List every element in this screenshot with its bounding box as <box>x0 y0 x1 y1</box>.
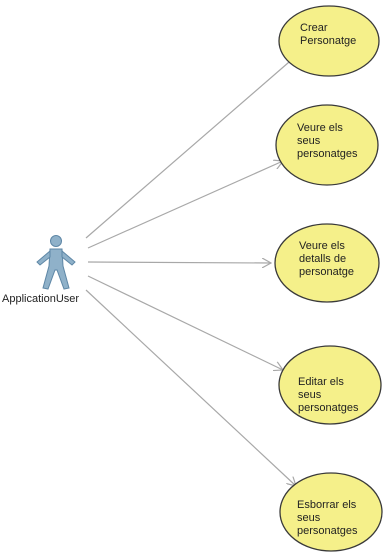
stick-figure-actor-icon[interactable] <box>36 235 76 290</box>
usecase-label-esborrar-seus-personatges: Esborrar els seus personatges <box>297 499 358 537</box>
usecase-label-editar-seus-personatges: Editar els seus personatges <box>298 376 359 414</box>
connector-crear-personatge <box>85 56 296 239</box>
usecase-veure-seus-personatges[interactable] <box>275 104 379 186</box>
usecase-label-crear-personatge: Crear Personatge <box>300 22 357 47</box>
connector-veure-detalls-personatge <box>87 262 271 263</box>
usecase-esborrar-seus-personatges[interactable] <box>279 472 383 552</box>
usecase-veure-detalls-personatge[interactable] <box>274 223 380 303</box>
connector-esborrar-seus-personatges <box>85 289 296 486</box>
usecase-editar-seus-personatges[interactable] <box>278 345 382 425</box>
use-cases <box>274 5 383 552</box>
usecase-label-veure-seus-personatges: Veure els seus personatges <box>297 122 358 160</box>
usecase-label-veure-detalls-personatge: Veure els detalls de personatge <box>299 240 355 278</box>
actor-label: ApplicationUser <box>2 293 80 305</box>
connector-editar-seus-personatges <box>87 275 283 370</box>
usecase-crear-personatge[interactable] <box>278 5 380 77</box>
connectors <box>85 56 296 486</box>
connector-veure-seus-personatges <box>87 161 283 249</box>
